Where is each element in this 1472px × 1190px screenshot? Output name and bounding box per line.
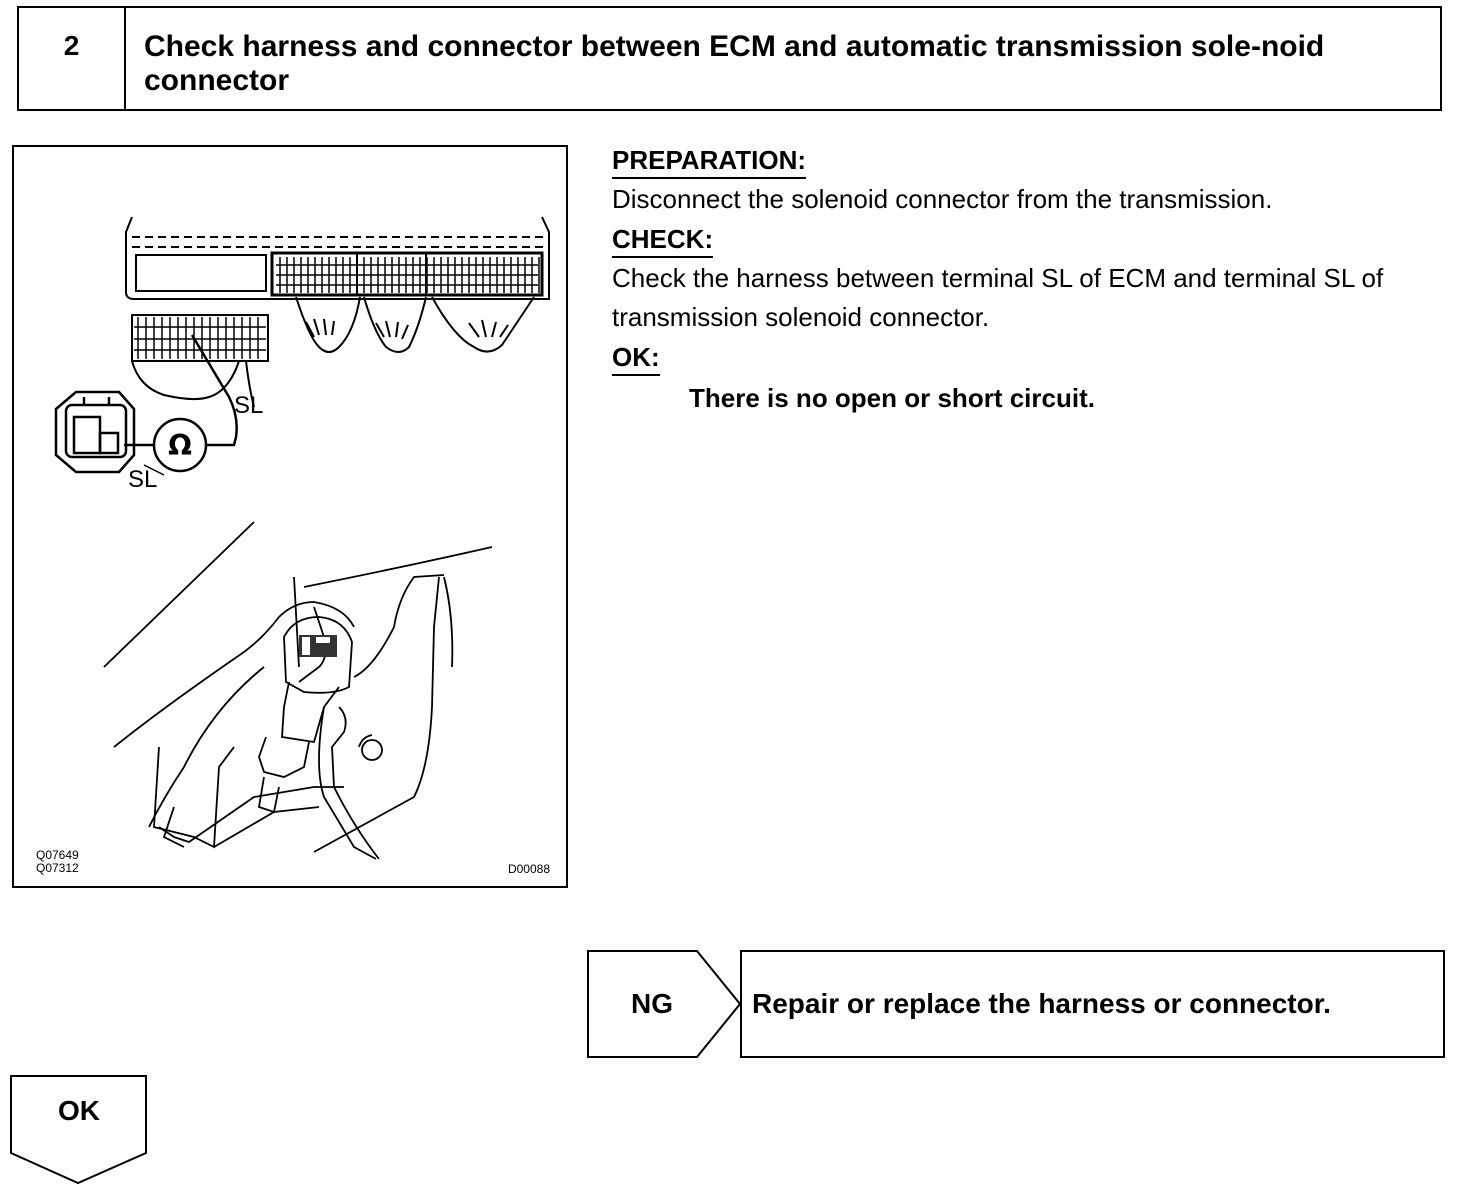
ecm-housing: [125, 216, 550, 300]
wiring-illustration: SL SL Ω Q07649 Q07312 D00088: [12, 145, 568, 888]
ok-heading: OK:: [612, 341, 660, 376]
ecm-connectors: [270, 251, 544, 297]
illustration-drawing: SL SL Ω: [54, 216, 550, 860]
ohmmeter-icon: [152, 417, 208, 473]
ecm-small-connector: [131, 314, 269, 362]
sl-label-ecm: SL: [234, 392, 263, 419]
figure-code-left: Q07649 Q07312: [36, 849, 79, 875]
harness-bundle-1: [295, 296, 361, 353]
ng-arrow-shape: [587, 950, 742, 1058]
solenoid-connector: [54, 390, 136, 474]
preparation-heading: PREPARATION:: [612, 144, 807, 179]
procedure-text: PREPARATION: Disconnect the solenoid con…: [612, 140, 1462, 418]
preparation-text: Disconnect the solenoid connector from t…: [612, 184, 1273, 214]
ok-arrow-shape: [10, 1075, 147, 1185]
ok-criteria: There is no open or short circuit.: [689, 383, 1095, 413]
ecm-blank-panel: [135, 254, 267, 292]
ng-label: NG: [631, 988, 673, 1019]
ok-label: OK: [58, 1095, 100, 1126]
sl-lead-ecm: [190, 334, 238, 447]
harness-bundle-3: [431, 296, 535, 353]
transmission-illustration: [103, 521, 493, 860]
ohm-symbol: Ω: [168, 429, 192, 462]
figure-code-1: Q07649: [36, 848, 79, 862]
ok-branch: OK: [10, 1075, 148, 1185]
ng-branch: NG: [587, 950, 745, 1058]
sl-label-solenoid: SL: [128, 466, 157, 493]
figure-code-2: Q07312: [36, 861, 79, 875]
connector-plug-fill: [299, 635, 337, 657]
check-text: Check the harness between terminal SL of…: [612, 263, 1384, 332]
step-title: Check harness and connector between ECM …: [144, 30, 1325, 97]
ng-action-box: Repair or replace the harness or connect…: [740, 950, 1445, 1058]
figure-code-right: D00088: [507, 862, 550, 876]
check-heading: CHECK:: [612, 223, 714, 258]
step-header: 2 Check harness and connector between EC…: [17, 6, 1442, 111]
step-number: 2: [19, 8, 126, 109]
harness-bundle-2: [363, 296, 427, 353]
